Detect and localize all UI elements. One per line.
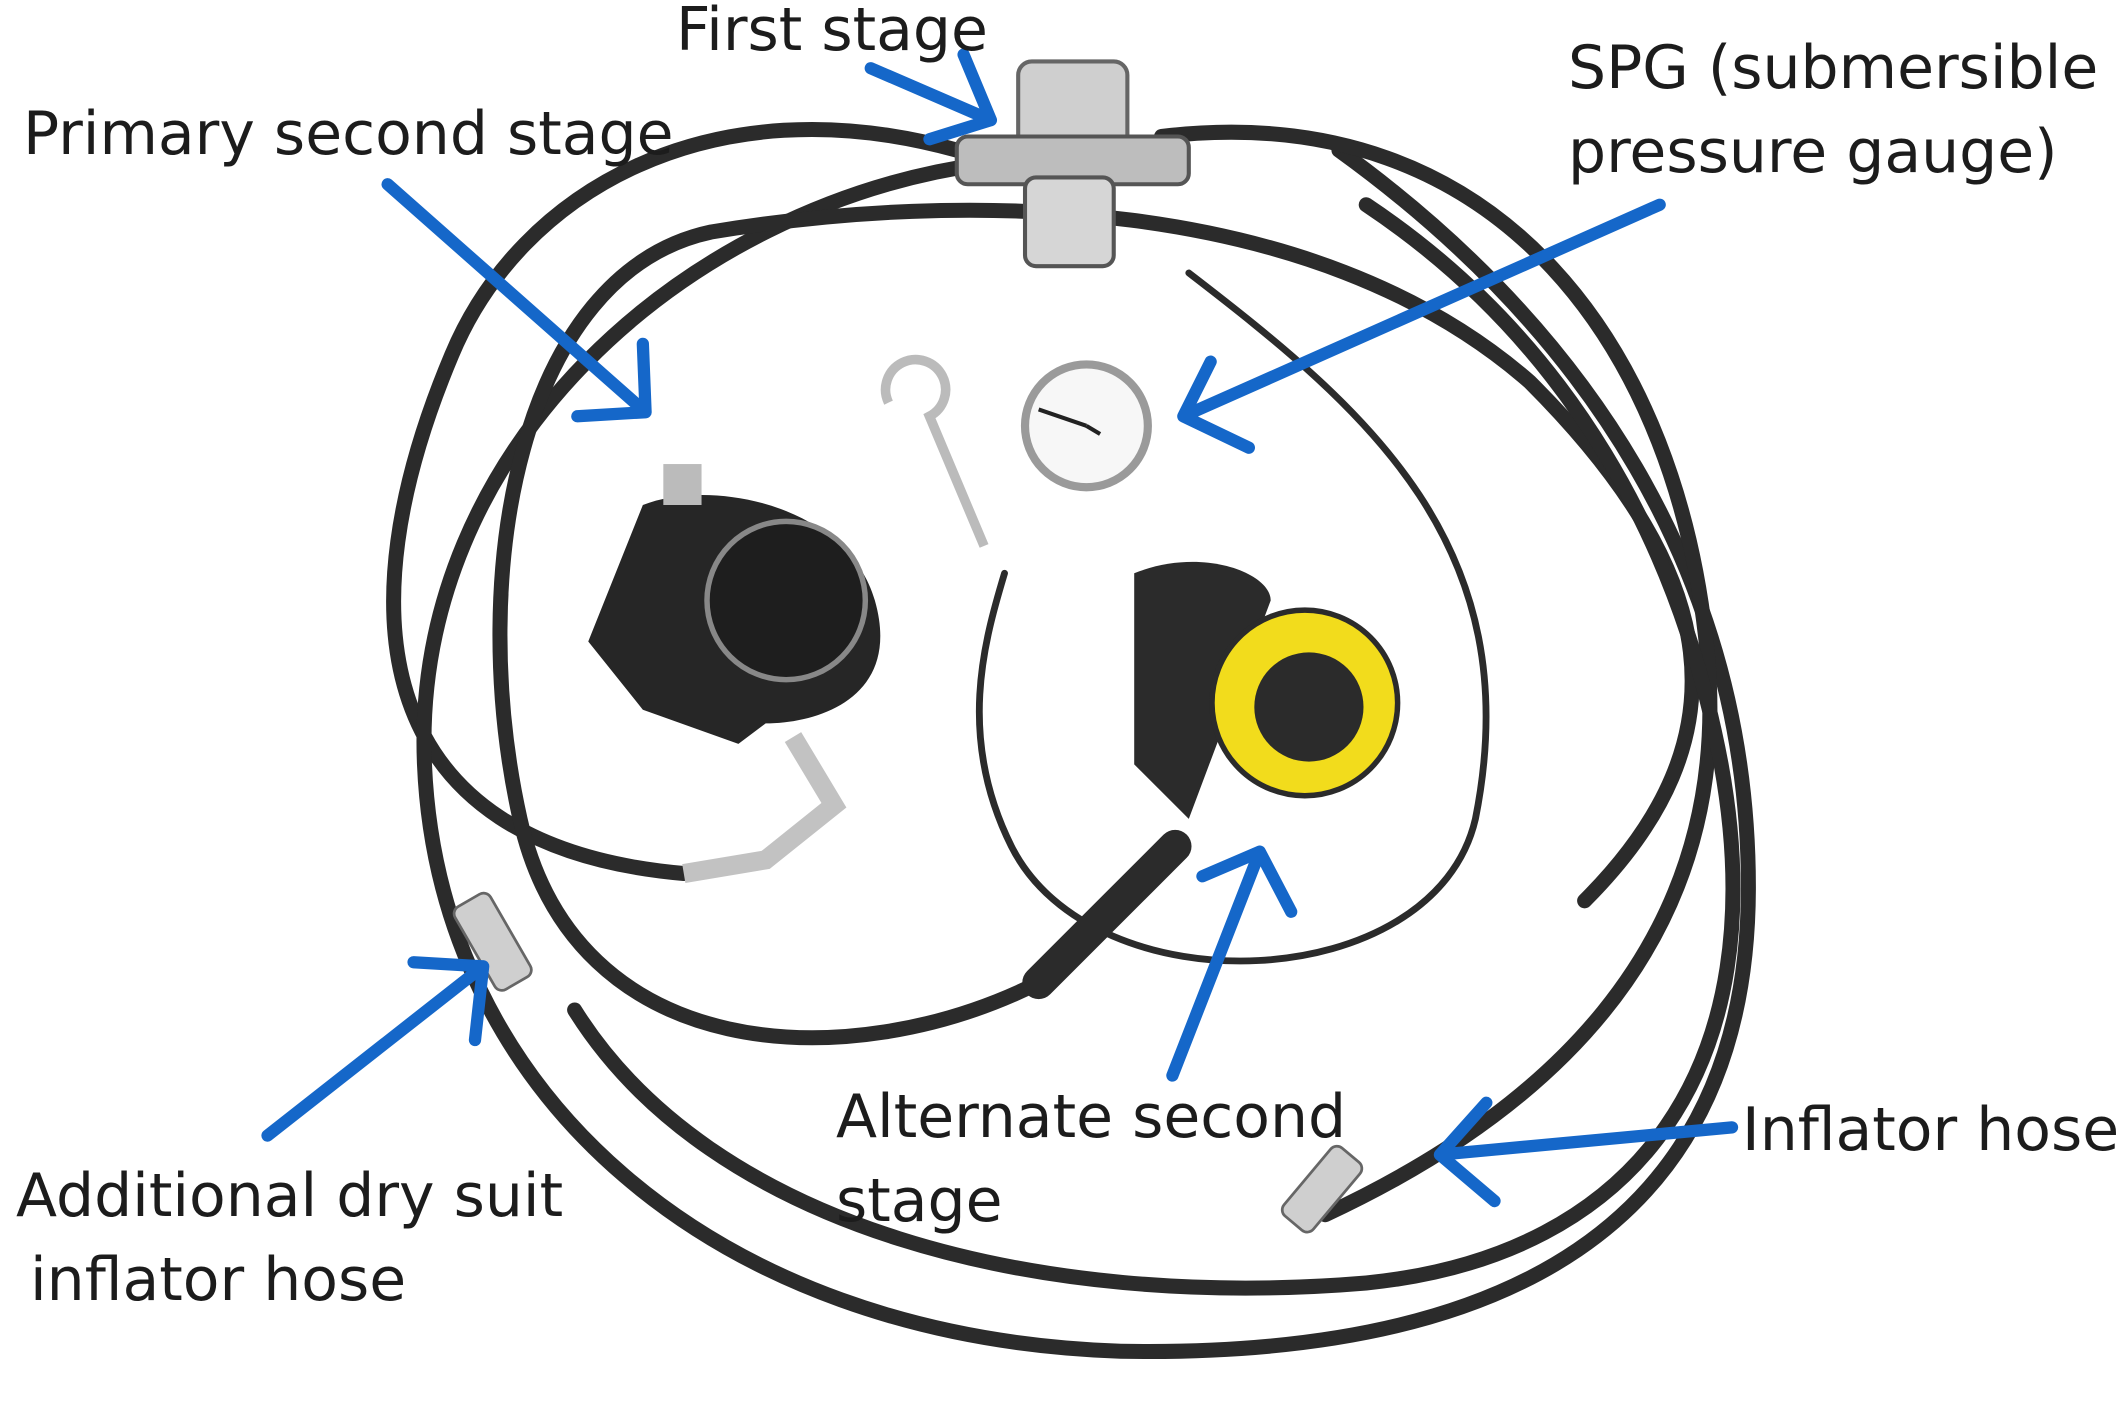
label-primary-second-stage: Primary second stage [23,99,674,169]
label-spg: SPG (submersible pressure gauge) [1568,26,2098,194]
label-first-stage: First stage [676,0,988,65]
hose-inflator [1153,124,1718,1223]
label-drysuit-hose: Additional dry suit inflator hose [16,1154,563,1322]
annotation-arrows [261,48,1739,1208]
arrow-drysuit-hose [261,956,490,1142]
arrow-first-stage [864,48,998,146]
label-spg-line1: SPG (submersible [1568,33,2099,103]
label-alternate-line1: Alternate second [836,1082,1347,1152]
first-stage-body [954,59,1191,269]
label-drysuit-line2: inflator hose [30,1245,407,1315]
label-alternate-line2: stage [836,1166,1003,1236]
arrow-inflator-hose [1433,1096,1739,1208]
arrow-alternate-second-stage [1166,845,1298,1082]
spg-gauge [880,354,1152,548]
hose-drysuit [567,197,1741,1296]
primary-second-stage [588,464,881,883]
label-inflator-hose: Inflator hose [1742,1095,2120,1165]
alternate-second-stage [1022,561,1401,1000]
label-spg-line2: pressure gauge) [1568,117,2058,187]
hose-spg [975,269,1490,965]
hoses [386,122,1756,1359]
hose-primary [386,122,965,882]
arrow-primary-second-stage [381,178,652,423]
arrow-spg [1177,198,1666,454]
hose-fittings [452,891,1364,1234]
label-alternate-second-stage: Alternate second stage [836,1075,1346,1243]
label-drysuit-line1: Additional dry suit [16,1161,564,1231]
